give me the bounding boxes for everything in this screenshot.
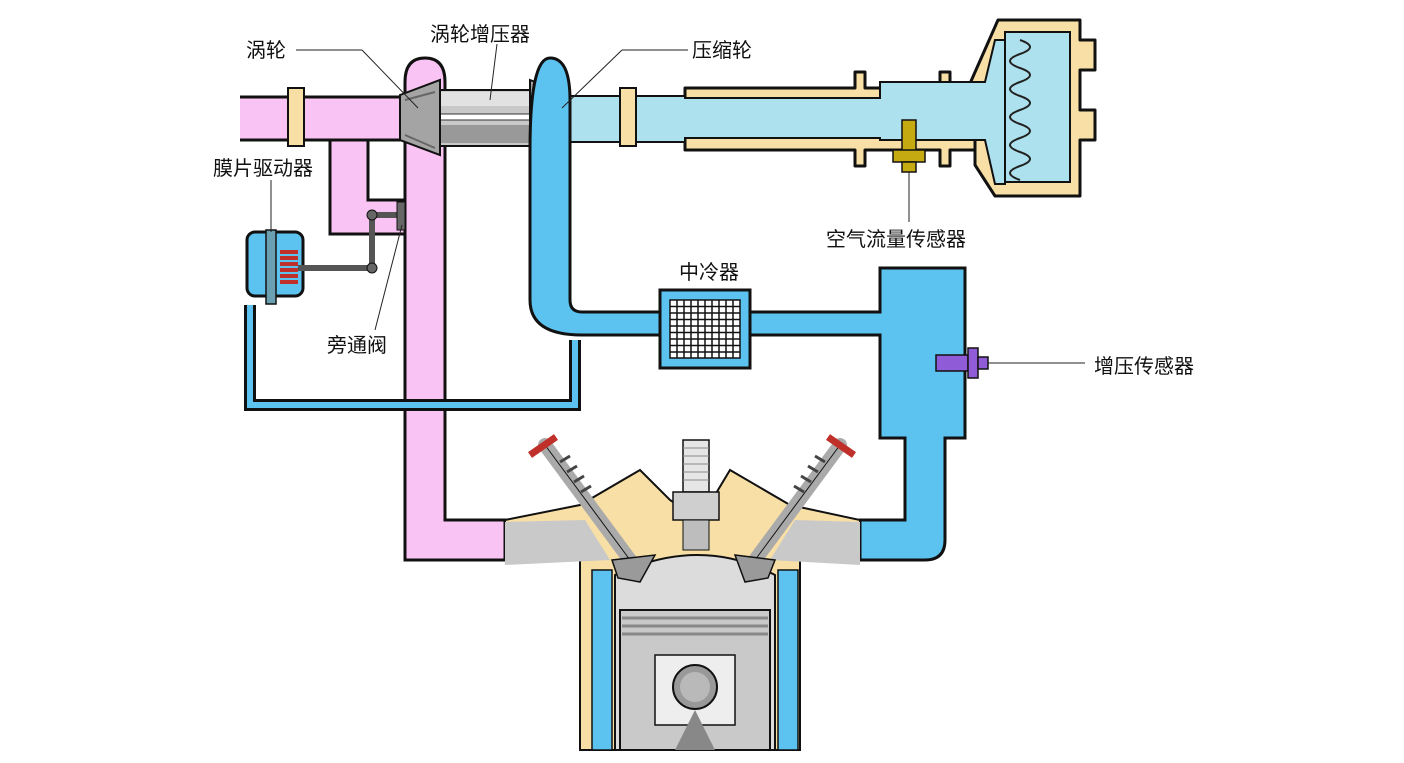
turbine-leader-diag [361, 49, 419, 109]
boost-sensor-label: 增压传感器 [1094, 354, 1194, 378]
diaphragm-actuator [245, 229, 305, 305]
diaphragm-actuator-label: 膜片驱动器 [213, 156, 313, 180]
filter-element [1009, 39, 1031, 181]
bypass-leader [374, 224, 403, 331]
turbocharger-leader [489, 43, 498, 101]
bypass-valve [298, 201, 406, 274]
turbine-wheel [399, 78, 441, 157]
air-intake-duct [559, 18, 1097, 198]
bypass-valve-label: 旁通阀 [327, 333, 387, 357]
exhaust-valve-right [733, 434, 856, 583]
engine [504, 434, 861, 751]
intake-valve-left [528, 434, 657, 583]
compressor-leader-diag [561, 49, 623, 109]
turbocharger-label: 涡轮增压器 [430, 22, 530, 46]
intercooler-core [669, 299, 741, 359]
boost-duct [244, 56, 967, 562]
turbine-label: 涡轮 [246, 38, 286, 62]
air-flow-sensor-label: 空气流量传感器 [826, 227, 966, 251]
intercooler [658, 288, 752, 370]
air-flow-sensor [892, 119, 926, 222]
intercooler-label: 中冷器 [679, 260, 739, 284]
boost-sensor [935, 347, 1085, 379]
compressor-label: 压缩轮 [692, 38, 752, 62]
exhaust-duct [240, 56, 507, 562]
spark-plug [672, 439, 720, 551]
